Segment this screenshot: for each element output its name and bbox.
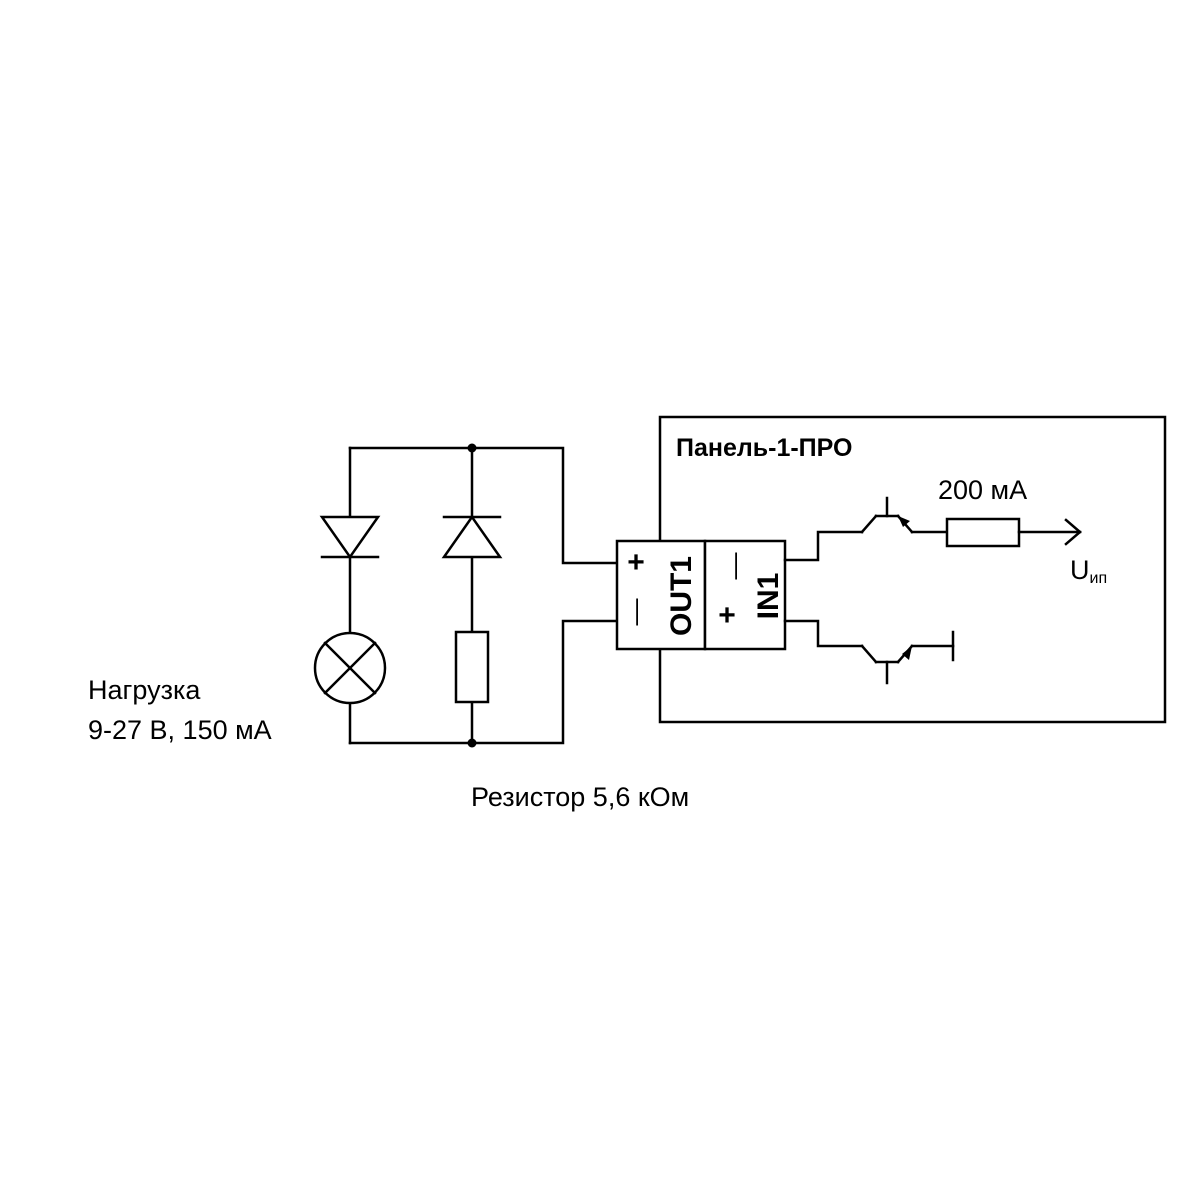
- parallel-diode-icon: [441, 514, 503, 559]
- out1-terminal: [615, 539, 707, 651]
- bottom-rail-wire: [348, 619, 619, 745]
- resistor-icon: [454, 630, 490, 704]
- supply-arrow-icon: [1064, 518, 1082, 546]
- supply-voltage-label: Uип: [1070, 555, 1107, 587]
- resistor-label: Резистор 5,6 кОм: [471, 782, 689, 812]
- in1-minus-label: —: [719, 553, 749, 580]
- junction-dot-bottom: [467, 738, 477, 748]
- load-spec-label: 9-27 В, 150 мА: [88, 715, 272, 745]
- upper-output-wire: [783, 530, 864, 562]
- series-diode-icon: [319, 515, 381, 560]
- fuse-rating-label: 200 мА: [938, 475, 1027, 505]
- in1-plus-label: +: [718, 599, 736, 632]
- load-circuit: [313, 443, 619, 748]
- lamp-icon: [313, 631, 387, 705]
- terminal-block: + — OUT1 — + IN1: [615, 539, 787, 651]
- lower-output-wire: [783, 619, 864, 648]
- out1-plus-label: +: [627, 546, 645, 579]
- lower-transistor-icon: [860, 644, 914, 685]
- supply-symbol: U: [1070, 555, 1090, 585]
- junction-dot-top: [467, 443, 477, 453]
- top-rail-wire: [348, 446, 619, 565]
- upper-transistor-icon: [860, 496, 914, 534]
- panel-title: Панель-1-ПРО: [676, 434, 852, 462]
- fuse-icon: [945, 517, 1021, 548]
- out1-minus-label: —: [620, 599, 650, 626]
- internal-circuit: 200 мА Uип: [783, 475, 1107, 685]
- in1-label: IN1: [752, 573, 785, 620]
- in1-terminal: [703, 539, 787, 651]
- out1-label: OUT1: [665, 556, 698, 636]
- load-name-label: Нагрузка: [88, 675, 201, 705]
- supply-subscript: ип: [1090, 570, 1108, 587]
